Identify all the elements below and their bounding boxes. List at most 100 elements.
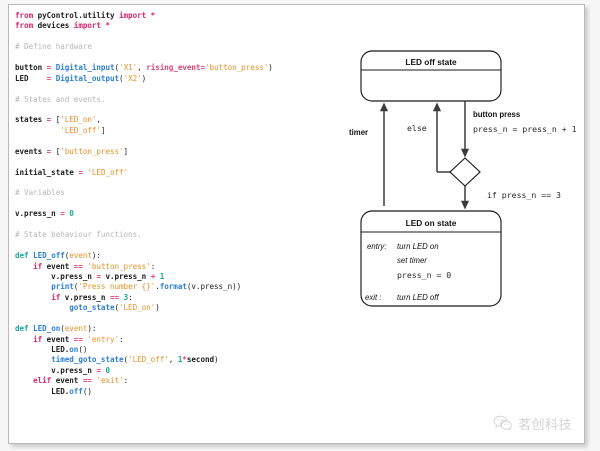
code-token: ) xyxy=(141,73,147,83)
code-token: print xyxy=(51,282,74,292)
code-line: elif event == 'exit': xyxy=(15,376,345,386)
code-line: 'LED_off'] xyxy=(15,126,345,136)
state-entry-line-1: turn LED on xyxy=(397,242,439,251)
code-token: timed_goto_state xyxy=(51,355,124,365)
code-line: def LED_off(event): xyxy=(15,251,345,261)
code-token: 'X1' xyxy=(119,63,138,73)
code-token: , xyxy=(137,63,147,73)
transition-press-n-eq-3: if press_n == 3 xyxy=(460,186,561,210)
state-machine-diagram: LED off state timer else button press xyxy=(347,11,580,436)
code-token: LED_on xyxy=(33,324,61,334)
code-line xyxy=(15,32,345,42)
code-token: goto_state xyxy=(69,303,115,313)
code-line: print('Press number {}'.format(v.press_n… xyxy=(15,282,345,292)
code-token: ): xyxy=(91,251,101,261)
code-line xyxy=(15,220,345,230)
code-token: 'X2' xyxy=(123,73,142,83)
code-token: 'Press number {}' xyxy=(78,282,156,292)
code-line: v.press_n = v.press_n + 1 xyxy=(15,272,345,282)
code-line: LED.on() xyxy=(15,345,345,355)
state-title-led-off: LED off state xyxy=(405,57,457,67)
code-token: def xyxy=(15,324,29,334)
wechat-icon xyxy=(493,415,512,431)
code-token: * xyxy=(146,11,156,20)
code-token: Digital_output xyxy=(55,73,120,83)
code-token: 0 xyxy=(69,209,74,219)
watermark: 茗创科技 xyxy=(493,414,572,433)
code-token: v.press_n xyxy=(15,209,61,219)
code-token: ) xyxy=(214,355,219,365)
code-token: = xyxy=(200,63,205,73)
code-token: () xyxy=(78,345,88,354)
code-token: ): xyxy=(87,324,97,334)
code-token: on xyxy=(69,345,79,354)
transition-else: else xyxy=(407,102,451,173)
code-token: 0 xyxy=(105,365,110,375)
code-line: # Variables xyxy=(15,188,345,198)
state-title-led-on: LED on state xyxy=(406,218,457,228)
code-token: event xyxy=(64,324,88,334)
code-token: import xyxy=(73,21,101,31)
code-line: button = Digital_input('X1', rising_even… xyxy=(15,63,345,73)
code-token: . xyxy=(155,282,160,292)
code-token: if xyxy=(33,261,43,271)
code-token: from xyxy=(15,21,34,31)
code-token: off xyxy=(69,386,83,396)
state-node-led-on: LED on state entry: turn LED on set time… xyxy=(360,210,502,307)
code-token: # States and events. xyxy=(15,94,106,104)
code-token: == xyxy=(73,334,83,344)
transition-label-else: else xyxy=(407,123,427,133)
code-line xyxy=(15,157,345,167)
code-token: = xyxy=(46,73,52,83)
state-exit-line: turn LED off xyxy=(397,293,439,302)
code-token: ( xyxy=(73,282,79,292)
code-token: : xyxy=(123,376,129,386)
code-token: elif xyxy=(33,376,52,386)
python-code-block: from pyControl.utility import *from devi… xyxy=(15,11,345,436)
code-token: ( xyxy=(60,324,65,334)
state-exit-label: exit : xyxy=(365,293,381,302)
code-token: 'button_press' xyxy=(60,146,124,156)
state-entry-label: entry: xyxy=(367,242,387,251)
code-token: states xyxy=(15,115,47,125)
code-line: if event == 'button_press': xyxy=(15,262,345,272)
code-token: (v.press_n)) xyxy=(186,282,242,292)
code-token: format xyxy=(159,282,187,292)
code-token xyxy=(15,262,33,271)
code-token: , xyxy=(168,355,178,365)
code-token: + xyxy=(150,271,156,281)
code-token: event xyxy=(42,261,74,271)
code-token: 'button_press' xyxy=(204,63,269,73)
code-token: event xyxy=(42,334,74,344)
code-line: def LED_on(event): xyxy=(15,324,345,334)
code-token: * xyxy=(182,355,187,365)
transition-label-press-n-eq-3: if press_n == 3 xyxy=(487,190,561,200)
code-token: v.press_n xyxy=(100,271,151,281)
code-token: rising_event xyxy=(146,63,201,73)
code-token: if xyxy=(51,292,61,302)
code-token: v.press_n xyxy=(15,271,97,281)
code-token: import xyxy=(119,11,147,20)
transition-label-timer: timer xyxy=(349,128,368,137)
code-line: initial_state = 'LED_off' xyxy=(15,168,345,178)
code-line: if v.press_n == 3: xyxy=(15,293,345,303)
code-token: [ xyxy=(51,146,61,156)
code-token: ( xyxy=(64,251,70,261)
code-token: == xyxy=(109,292,120,302)
code-token: 'entry' xyxy=(87,334,120,344)
code-token: events xyxy=(15,146,47,156)
code-token xyxy=(15,282,51,291)
code-token: ] xyxy=(123,146,129,156)
code-token: ( xyxy=(114,63,120,73)
code-token: v.press_n xyxy=(15,365,97,375)
code-token: 'LED_off' xyxy=(60,125,101,135)
code-line: LED.off() xyxy=(15,387,345,397)
code-token: = xyxy=(78,167,83,177)
code-line: events = ['button_press'] xyxy=(15,147,345,157)
code-token: # Define hardware xyxy=(15,42,92,52)
code-line: LED = Digital_output('X2') xyxy=(15,74,345,84)
code-token: , xyxy=(96,115,101,125)
code-token: 3 xyxy=(123,292,129,302)
code-token: Digital_input xyxy=(55,63,115,73)
